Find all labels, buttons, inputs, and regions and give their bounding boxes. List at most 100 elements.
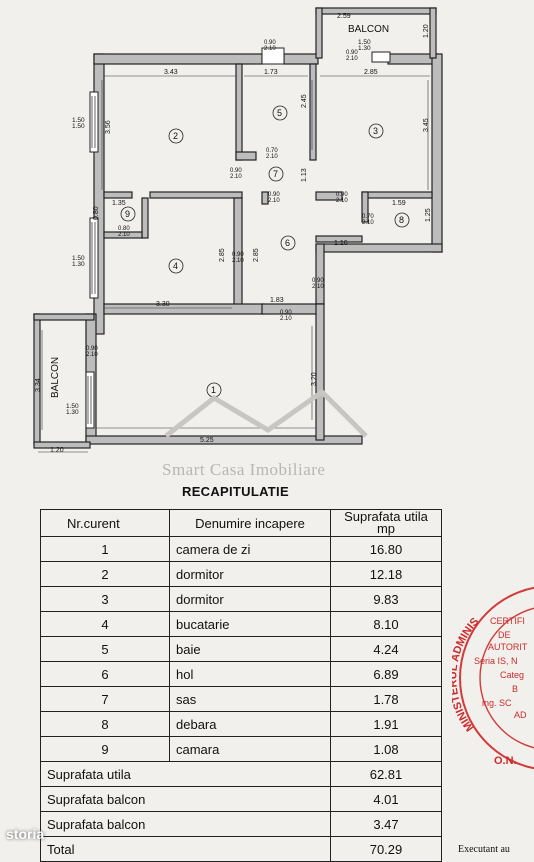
dim-label: 2.85 xyxy=(219,248,226,262)
windows xyxy=(85,47,391,429)
recap-title: RECAPITULATIE xyxy=(182,484,289,499)
door-label: 2.10 xyxy=(264,46,276,52)
stamp-text: AUTORIT xyxy=(488,642,528,652)
door-label: 2.10 xyxy=(336,198,348,204)
door-label: 0.80 xyxy=(118,226,130,232)
summary-mp: 4.01 xyxy=(330,786,442,812)
row-mp: 16.80 xyxy=(330,536,442,562)
summary-label: Suprafata balcon xyxy=(40,811,331,837)
row-name: debara xyxy=(169,711,331,737)
door-label: 0.70 xyxy=(266,148,278,154)
certification-stamp: MINISTERUL ADMINIS CERTIFI DE AUTORIT Se… xyxy=(452,586,534,770)
row-nr: 5 xyxy=(40,636,170,662)
dim-label: 1.83 xyxy=(270,297,284,304)
summary-mp: 70.29 xyxy=(330,836,442,862)
row-mp: 4.24 xyxy=(330,636,442,662)
dim-label: 1.20 xyxy=(50,447,64,454)
row-name: hol xyxy=(169,661,331,687)
room-number: 5 xyxy=(277,108,282,118)
dim-label: 1.59 xyxy=(392,200,406,207)
dim-label: 5.25 xyxy=(200,437,214,444)
row-nr: 8 xyxy=(40,711,170,737)
row-nr: 7 xyxy=(40,686,170,712)
dim-label: 2.85 xyxy=(253,248,260,262)
stamp-ring-text: MINISTERUL ADMINIS xyxy=(452,616,481,734)
door-label: 2.10 xyxy=(312,284,324,290)
dim-label: 3.30 xyxy=(156,301,170,308)
watermark-text: Smart Casa Imobiliare xyxy=(162,460,326,479)
floor-plan-drawing: 2.59 3.43 1.73 2.85 3.56 2.45 3.45 1.20 … xyxy=(33,7,443,454)
door-label: 0.90 xyxy=(268,192,280,198)
dim-label: 1.35 xyxy=(112,200,126,207)
room-number: 2 xyxy=(173,131,178,141)
header-mp: Suprafata utila mp xyxy=(330,509,442,537)
room-number: 8 xyxy=(399,215,404,225)
door-label: 2.10 xyxy=(280,316,292,322)
door-label: 0.90 xyxy=(264,40,276,46)
summary-label: Total xyxy=(40,836,331,862)
dim-label: 1.73 xyxy=(264,69,278,76)
walls xyxy=(33,7,443,449)
row-name: dormitor xyxy=(169,561,331,587)
header-name: Denumire incapere xyxy=(169,509,331,537)
row-nr: 1 xyxy=(40,536,170,562)
dim-label: 1.16 xyxy=(334,240,348,247)
door-label: 0.70 xyxy=(362,214,374,220)
window-label: 1.50 xyxy=(72,117,85,124)
row-name: dormitor xyxy=(169,586,331,612)
dim-label: 3.45 xyxy=(423,118,430,132)
room-number: 4 xyxy=(173,261,178,271)
row-mp: 8.10 xyxy=(330,611,442,637)
room-number: 6 xyxy=(285,238,290,248)
row-name: camara xyxy=(169,736,331,762)
row-mp: 1.78 xyxy=(330,686,442,712)
door-label: 0.90 xyxy=(232,252,244,258)
row-name: camera de zi xyxy=(169,536,331,562)
stamp-text: AD xyxy=(514,710,527,720)
door-label: 2.10 xyxy=(86,352,98,358)
dim-label: 1.25 xyxy=(425,208,432,222)
watermark-logo-shape xyxy=(164,388,368,438)
dim-label: 2.59 xyxy=(337,13,351,20)
door-label: 2.10 xyxy=(346,56,358,62)
window-label: 1.30 xyxy=(72,261,85,268)
window-label: 1.50 xyxy=(72,123,85,130)
row-name: bucatarie xyxy=(169,611,331,637)
row-nr: 3 xyxy=(40,586,170,612)
door-label: 0.90 xyxy=(312,278,324,284)
balcon-top-label: BALCON xyxy=(348,24,389,35)
room-number: 3 xyxy=(373,126,378,136)
row-nr: 2 xyxy=(40,561,170,587)
window-labels: 1.50 1.50 1.50 1.30 1.50 1.30 1.50 1.30 xyxy=(66,39,371,416)
row-nr: 6 xyxy=(40,661,170,687)
summary-mp: 3.47 xyxy=(330,811,442,837)
door-labels: 0.90 2.10 0.90 2.10 0.80 2.10 0.90 2.10 … xyxy=(86,40,374,358)
door-label: 2.10 xyxy=(268,198,280,204)
footer-executant: Executant au xyxy=(458,844,510,855)
balcon-left-label: BALCON xyxy=(50,357,61,398)
summary-mp: 62.81 xyxy=(330,761,442,787)
dimension-labels: 2.59 3.43 1.73 2.85 3.56 2.45 3.45 1.20 … xyxy=(35,13,432,454)
door-label: 0.90 xyxy=(346,50,358,56)
stamp-text: B xyxy=(512,684,518,694)
stamp-text: DE xyxy=(498,630,511,640)
dim-label: 2.45 xyxy=(301,94,308,108)
row-mp: 6.89 xyxy=(330,661,442,687)
door-label: 0.90 xyxy=(230,168,242,174)
dim-label: 2.85 xyxy=(364,69,378,76)
row-mp: 1.91 xyxy=(330,711,442,737)
door-label: 0.90 xyxy=(280,310,292,316)
door-label: 2.10 xyxy=(118,232,130,238)
window-label: 1.50 xyxy=(72,255,85,262)
window-label: 1.50 xyxy=(358,39,371,46)
